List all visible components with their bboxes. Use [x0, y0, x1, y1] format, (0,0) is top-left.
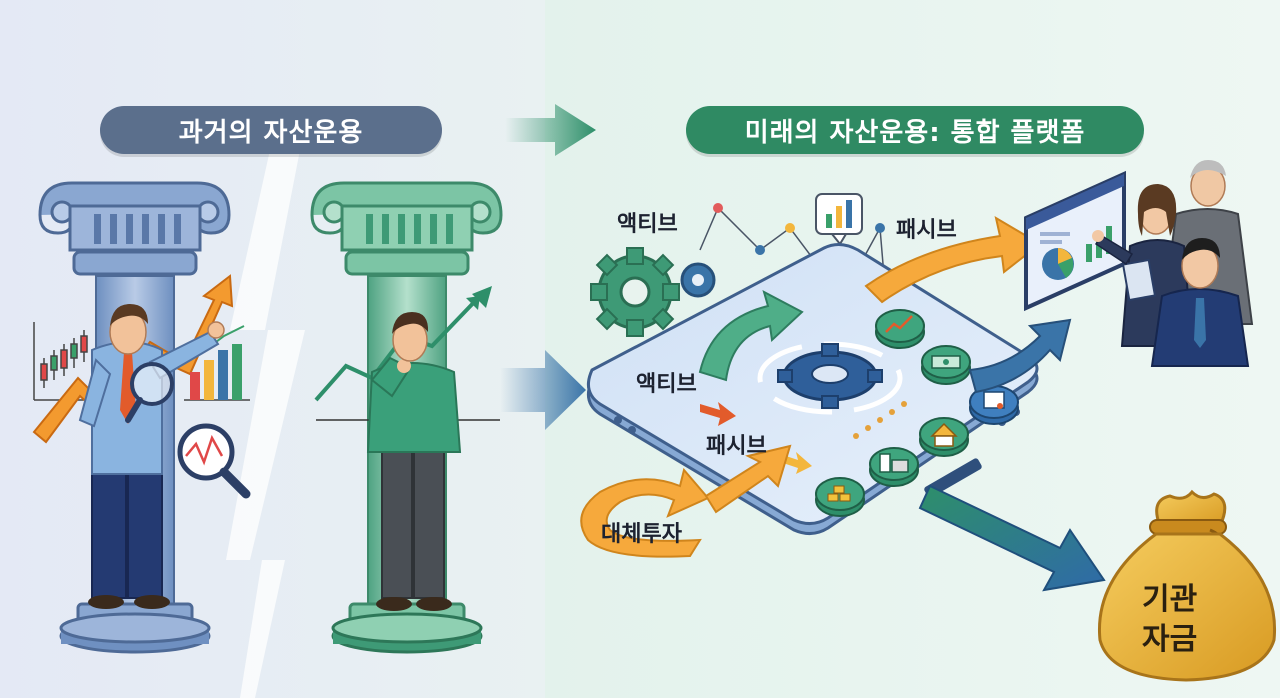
future-banner-title: 미래의 자산운용: 통합 플랫폼: [744, 117, 1086, 148]
small-arrow-icon: [780, 452, 812, 474]
transition-arrow-top: [505, 104, 596, 156]
candlestick-chart-icon: [33, 322, 92, 401]
gear-icon: [590, 247, 716, 337]
allocation-arrow-icon: [968, 318, 1072, 394]
growth-arrow-icon: [698, 290, 804, 382]
money-bag-label-line1: 기관: [1142, 582, 1198, 617]
dot-trail: [853, 401, 907, 439]
gear-icon: [757, 341, 903, 415]
line-chart-coin-icon: [875, 309, 925, 349]
house-icon: [919, 417, 969, 457]
certificate-icon: [969, 385, 1019, 425]
past-banner-title: 과거의 자산운용: [178, 117, 364, 148]
label-active-top: 액티브: [617, 212, 678, 237]
gold-bars-icon: [815, 477, 865, 517]
past-banner: 과거의 자산운용: [100, 106, 442, 154]
pie-chart-icon: [1042, 248, 1074, 280]
label-active-mid: 액티브: [636, 372, 697, 397]
money-bag-icon: [1097, 489, 1277, 682]
businessman-icon: [78, 304, 225, 609]
small-arrow-icon: [700, 402, 736, 426]
banknote-icon: [921, 345, 971, 385]
label-alternative-investment: 대체투자: [601, 522, 682, 547]
transition-arrow-mid: [500, 350, 586, 430]
capital-flow-arrow-icon: [918, 484, 1106, 592]
future-banner: 미래의 자산운용: 통합 플랫폼: [686, 106, 1144, 154]
factory-icon: [869, 447, 919, 487]
money-bag-label-line2: 자금: [1142, 622, 1198, 657]
executive-group-icon: [1092, 160, 1254, 367]
thinking-man-icon: [366, 312, 462, 611]
alternative-flow-arrow-icon: [704, 444, 792, 514]
bar-chart-icon: [815, 193, 863, 246]
lightning-divider: [226, 150, 305, 698]
label-passive-top: 패시브: [896, 218, 957, 243]
alternative-flow-arrow-icon: [580, 467, 710, 558]
label-passive-mid: 패시브: [706, 434, 767, 459]
magnifier-icon: [177, 423, 251, 499]
